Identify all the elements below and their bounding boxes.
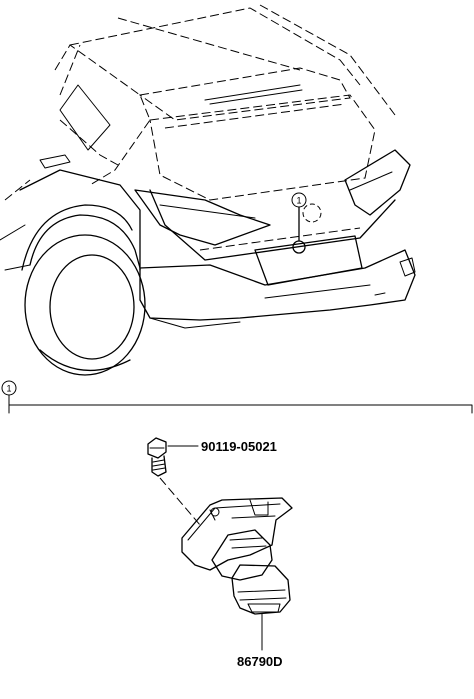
section-marker: 1 — [6, 384, 11, 394]
callout-number: 1 — [296, 196, 301, 206]
camera-assembly-part — [181, 497, 293, 651]
part-number-bolt: 90119-05021 — [201, 439, 277, 454]
callout-marker: 1 — [291, 192, 307, 208]
part-number-camera: 86790D — [237, 654, 283, 669]
section-bracket: 1 — [1, 380, 473, 414]
bolt-part — [147, 437, 201, 526]
vehicle-rear-illustration — [0, 4, 416, 376]
